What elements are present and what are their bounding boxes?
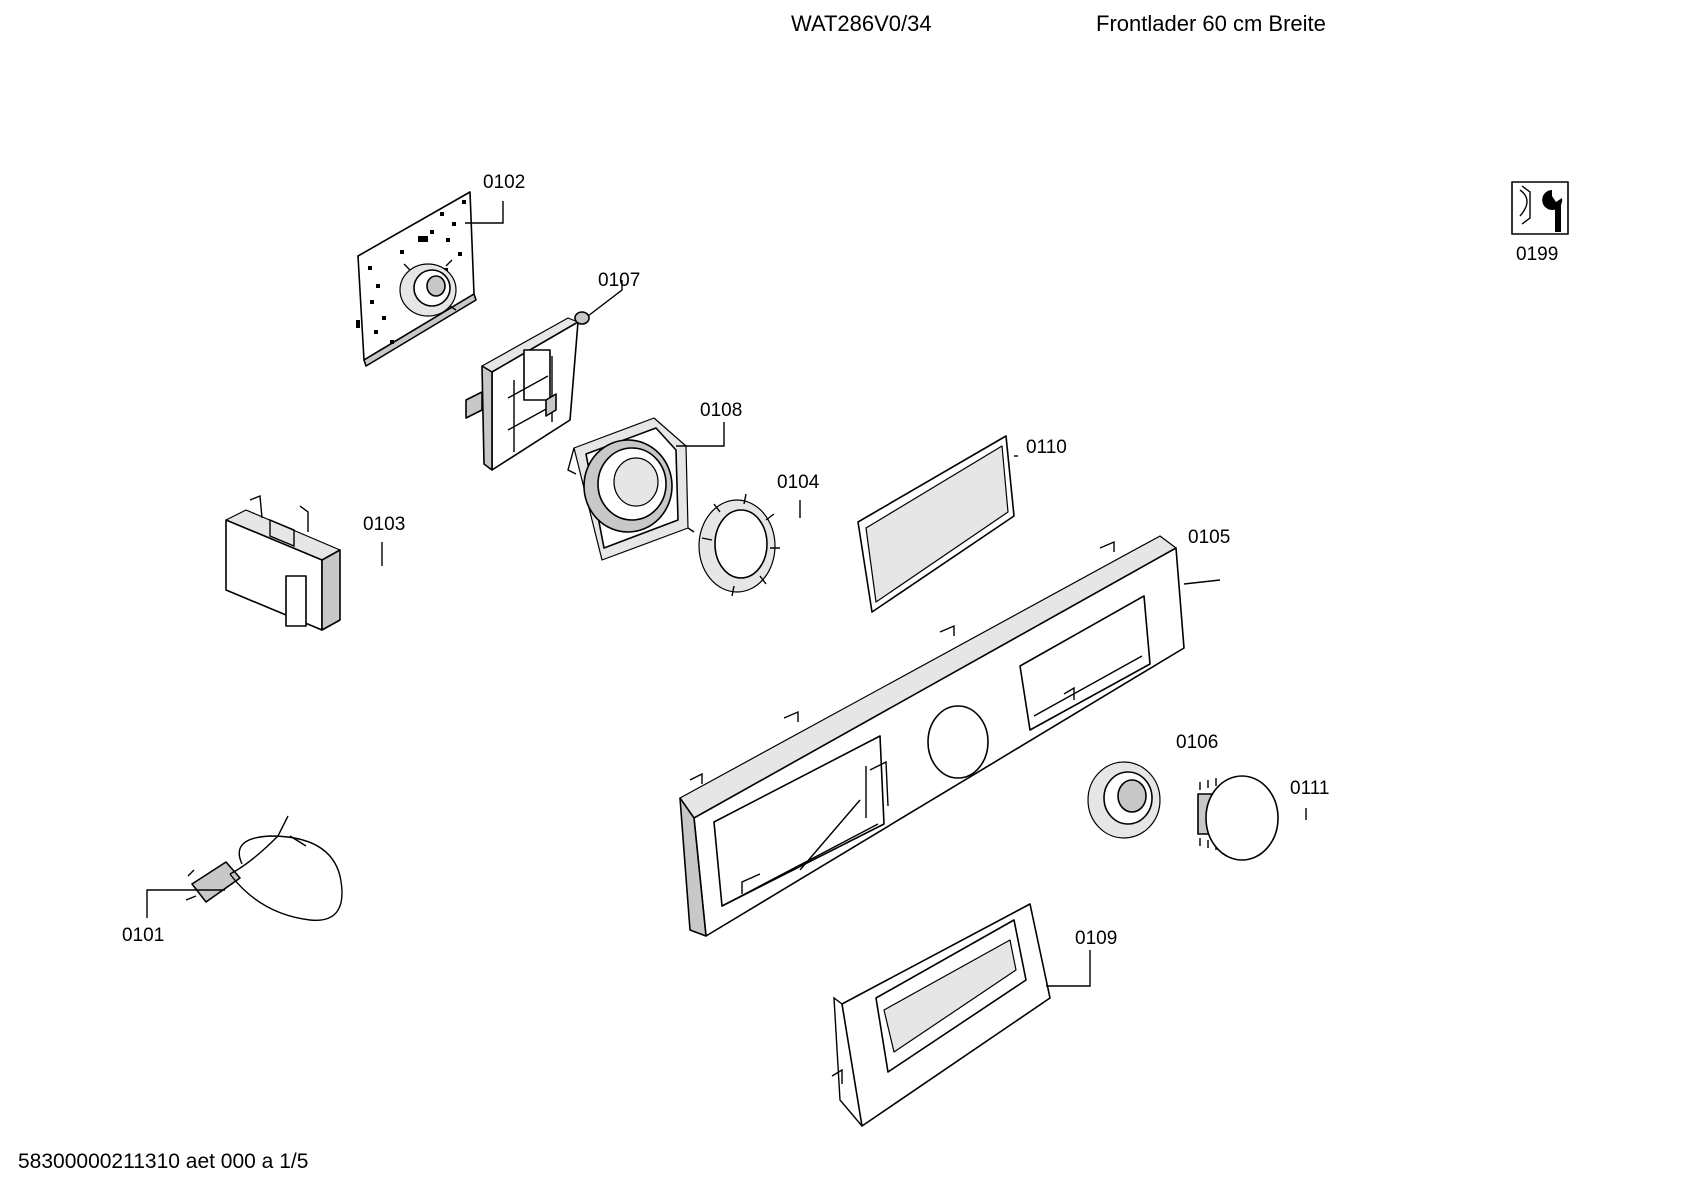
part-label-0107: 0109 [1075, 928, 1118, 949]
display-window-illustration[interactable] [858, 436, 1014, 612]
document-footer: 58300000211310 aet 000 a 1/5 [18, 1150, 309, 1173]
programme-knob-illustration[interactable] [1198, 776, 1278, 860]
detergent-drawer-handle-illustration[interactable] [832, 904, 1050, 1126]
part-label-0104: 0104 [777, 472, 820, 493]
module-holder-illustration[interactable] [466, 312, 589, 470]
product-description: Frontlader 60 cm Breite [1096, 11, 1326, 36]
part-label-0111: 0111 [1290, 778, 1330, 799]
leader-lines [147, 201, 1306, 986]
part-label-0109: 0107 [598, 270, 641, 291]
knob-holder-illustration[interactable] [1088, 762, 1160, 838]
part-label-0106: 0106 [1176, 732, 1219, 753]
part-label-0102: 0102 [483, 172, 526, 193]
part-label-0105: 0105 [1188, 527, 1231, 548]
service-wrench-icon[interactable] [1512, 182, 1568, 234]
knob-bearing-illustration[interactable] [568, 418, 694, 560]
part-label-0103: 0103 [363, 514, 406, 535]
part-label-0101: 0101 [122, 925, 165, 946]
selector-ring-illustration[interactable] [699, 494, 780, 596]
part-label-0108: 0108 [700, 400, 743, 421]
part-label-0199: 0199 [1516, 244, 1559, 265]
suppression-filter-illustration[interactable] [226, 496, 340, 630]
power-cord-illustration[interactable] [186, 816, 342, 920]
model-number: WAT286V0/34 [791, 11, 932, 36]
control-module-board-illustration[interactable] [356, 192, 476, 366]
part-label-0110: 0110 [1026, 437, 1067, 458]
control-panel-fascia-illustration[interactable] [680, 536, 1184, 936]
